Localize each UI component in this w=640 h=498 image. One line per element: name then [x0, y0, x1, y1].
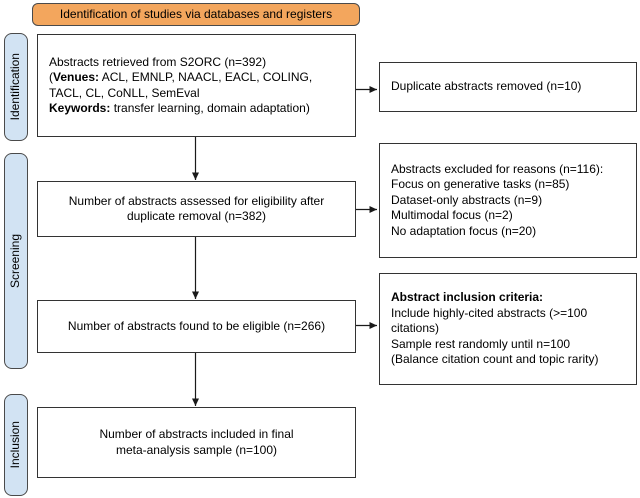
box-inclusion-criteria: Abstract inclusion criteria: Include hig… — [379, 273, 637, 385]
eligible-text: Number of abstracts found to be eligible… — [67, 318, 326, 333]
box-assessed-eligibility: Number of abstracts assessed for eligibi… — [37, 181, 356, 237]
included-line-1: Number of abstracts included in final — [99, 427, 294, 441]
excluded-line: Focus on generative tasks (n=85) — [391, 177, 570, 192]
stage-label-identification: Identification — [4, 33, 28, 141]
excluded-line: Dataset-only abstracts (n=9) — [391, 192, 543, 207]
duplicates-text: Duplicate abstracts removed (n=10) — [391, 79, 582, 94]
criteria-line: Include highly-cited abstracts (>=100 ci… — [391, 305, 588, 336]
box-abstracts-retrieved: Abstracts retrieved from S2ORC (n=392) (… — [37, 34, 356, 137]
stage-label-screening: Screening — [4, 153, 28, 369]
box-duplicates-removed: Duplicate abstracts removed (n=10) — [379, 62, 637, 112]
box-abstracts-excluded: Abstracts excluded for reasons (n=116): … — [379, 143, 637, 258]
retrieved-line-3: TACL, CL, CoNLL, SemEval — [49, 85, 200, 100]
excluded-line: No adaptation focus (n=20) — [391, 223, 537, 238]
banner-label: Identification of studies via databases … — [59, 6, 333, 21]
criteria-line: Sample rest randomly until n=100 — [391, 336, 571, 351]
assessed-line-2: duplicate removal (n=382) — [126, 209, 267, 223]
stage-label-inclusion-text: Inclusion — [8, 421, 23, 469]
stage-label-identification-text: Identification — [8, 53, 23, 121]
stage-label-screening-text: Screening — [8, 233, 23, 289]
assessed-line-1: Number of abstracts assessed for eligibi… — [68, 193, 325, 208]
criteria-title: Abstract inclusion criteria: — [391, 290, 544, 305]
box-found-eligible: Number of abstracts found to be eligible… — [37, 300, 356, 353]
retrieved-line-2: (Venues: ACL, EMNLP, NAACL, EACL, COLING… — [49, 70, 313, 84]
retrieved-line-1: Abstracts retrieved from S2ORC (n=392) — [49, 54, 267, 69]
retrieved-line-4: Keywords: transfer learning, domain adap… — [49, 101, 310, 115]
banner-databases-registers: Identification of studies via databases … — [32, 3, 360, 26]
excluded-line: Multimodal focus (n=2) — [391, 208, 513, 223]
included-line-2: meta-analysis sample (n=100) — [115, 442, 278, 457]
excluded-line: Abstracts excluded for reasons (n=116): — [391, 161, 604, 176]
box-included-final-sample: Number of abstracts included in final me… — [37, 407, 356, 478]
criteria-line: (Balance citation count and topic rarity… — [391, 352, 599, 367]
stage-label-inclusion: Inclusion — [4, 394, 28, 496]
